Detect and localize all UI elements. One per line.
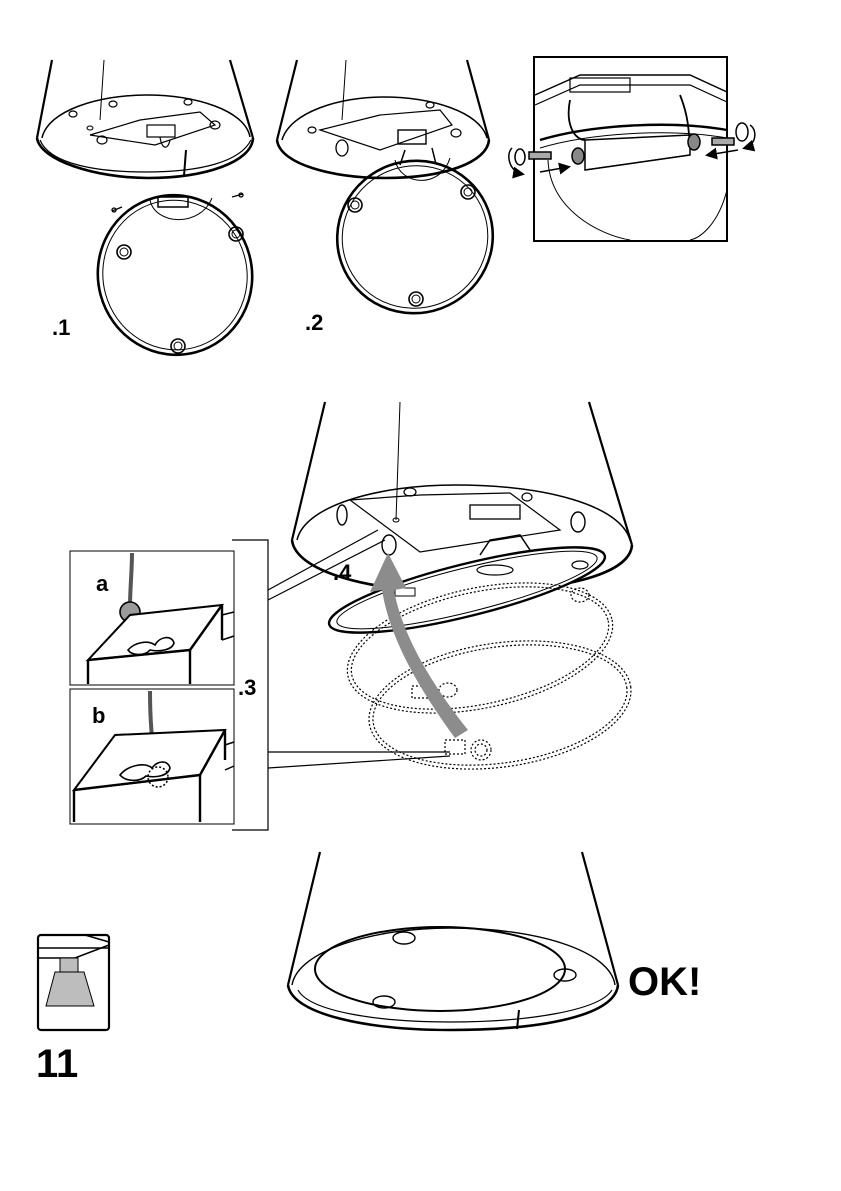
step-3-4-illustration: [292, 402, 639, 785]
glass-plate-1: [80, 178, 270, 372]
detail-a-inset: [70, 551, 234, 685]
ok-label: OK!: [628, 960, 701, 1004]
step-2-label: .2: [305, 310, 323, 335]
final-assembled-lamp: [288, 852, 618, 1030]
step-1-illustration: [37, 60, 270, 372]
glass-plate-inserting: [323, 530, 611, 649]
hinge-detail-box: [509, 57, 755, 241]
step-3-label: .3: [238, 675, 256, 700]
glass-plate-2: [316, 139, 515, 335]
step-2-illustration: [277, 60, 514, 335]
detail-b-label: b: [92, 703, 105, 728]
page-number: 11: [36, 1042, 78, 1086]
step-1-label: .1: [52, 315, 70, 340]
lamp-shade-1: [37, 60, 253, 178]
detail-a-label: a: [96, 571, 109, 596]
pendant-lamp-icon: [38, 935, 109, 1030]
lamp-shade-2: [277, 60, 489, 178]
step-4-label: .4: [333, 560, 352, 585]
